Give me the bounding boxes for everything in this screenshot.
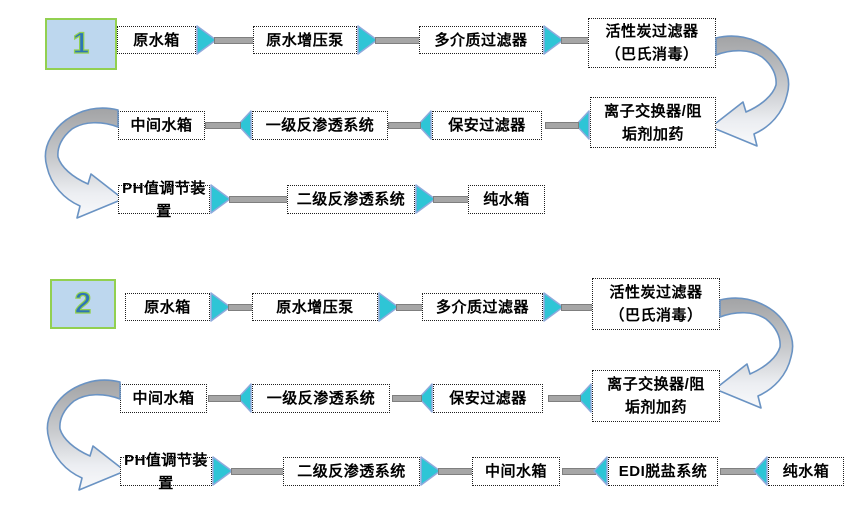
stage-badge-1: 1: [45, 18, 117, 70]
connector-bar: [561, 37, 591, 44]
connector-bar: [720, 468, 756, 475]
arrow-right-icon: [210, 184, 231, 214]
f2-node-second-stage-ro-system: 二级反渗透系统: [283, 457, 420, 486]
f2-node-activated-carbon-filter: 活性炭过滤器 （巴氏消毒）: [592, 278, 720, 330]
f1-node-raw-water-tank: 原水箱: [117, 26, 196, 54]
connector-bar: [388, 122, 421, 129]
stage-badge-2: 2: [50, 279, 116, 329]
f1-node-second-stage-ro-system: 二级反渗透系统: [287, 185, 415, 214]
connector-bar: [392, 395, 422, 402]
connector-bar: [205, 122, 241, 129]
f1-node-intermediate-water-tank: 中间水箱: [118, 111, 205, 140]
f1-node-pure-water-tank: 纯水箱: [468, 185, 545, 214]
f2-node-security-filter: 保安过滤器: [433, 384, 543, 413]
arrow-right-icon: [543, 292, 564, 322]
f1-node-first-stage-ro-system: 一级反渗透系统: [252, 111, 388, 140]
connector-bar: [545, 122, 579, 129]
arrow-right-icon: [212, 456, 233, 486]
connector-bar: [548, 395, 581, 402]
f1-node-raw-water-booster-pump: 原水增压泵: [253, 26, 357, 54]
f1-node-ion-exchanger-antiscalant-dosing: 离子交换器/阻 垢剂加药: [590, 97, 716, 148]
f2-node-pure-water-tank: 纯水箱: [768, 457, 844, 486]
f2-node-multimedia-filter: 多介质过滤器: [422, 293, 543, 321]
arrow-right-icon: [420, 456, 441, 486]
f2-node-raw-water-tank: 原水箱: [125, 293, 210, 321]
connector-bar: [438, 468, 476, 475]
arrow-left-icon: [577, 383, 592, 413]
arrow-right-icon: [415, 184, 436, 214]
arrow-right-icon: [210, 292, 231, 322]
arrow-left-icon: [753, 456, 768, 486]
arrow-left-icon: [237, 110, 252, 140]
connector-bar: [561, 304, 595, 311]
arrow-right-icon: [196, 25, 217, 55]
f1-node-activated-carbon-filter: 活性炭过滤器 （巴氏消毒）: [588, 18, 716, 68]
connector-bar: [433, 196, 471, 203]
f2-node-ph-adjustment-device: PH值调节装置: [120, 452, 212, 492]
f1-node-multimedia-filter: 多介质过滤器: [419, 26, 543, 54]
arrow-right-icon: [378, 292, 399, 322]
arrow-left-icon: [593, 456, 608, 486]
arrow-left-icon: [237, 383, 252, 413]
connector-bar: [562, 468, 596, 475]
f1-node-security-filter: 保安过滤器: [432, 111, 542, 140]
connector-bar: [375, 37, 421, 44]
f2-node-first-stage-ro-system: 一级反渗透系统: [252, 384, 390, 413]
arrow-left-icon: [575, 110, 590, 140]
f2-node-raw-water-booster-pump: 原水增压泵: [252, 293, 378, 321]
arrow-right-icon: [357, 25, 378, 55]
f1-node-ph-adjustment-device: PH值调节装置: [118, 180, 210, 220]
arrow-left-icon: [417, 110, 432, 140]
connector-bar: [214, 37, 256, 44]
f2-node-edi-desalination-system: EDI脱盐系统: [608, 457, 718, 486]
arrow-left-icon: [418, 383, 433, 413]
arrow-right-icon: [543, 25, 564, 55]
connector-bar: [231, 468, 287, 475]
connector-bar: [229, 196, 289, 203]
f2-node-intermediate-water-tank-2: 中间水箱: [472, 457, 560, 486]
f2-node-ion-exchanger-antiscalant-dosing: 离子交换器/阻 垢剂加药: [592, 370, 720, 422]
connector-bar: [396, 304, 425, 311]
connector-bar: [208, 395, 241, 402]
